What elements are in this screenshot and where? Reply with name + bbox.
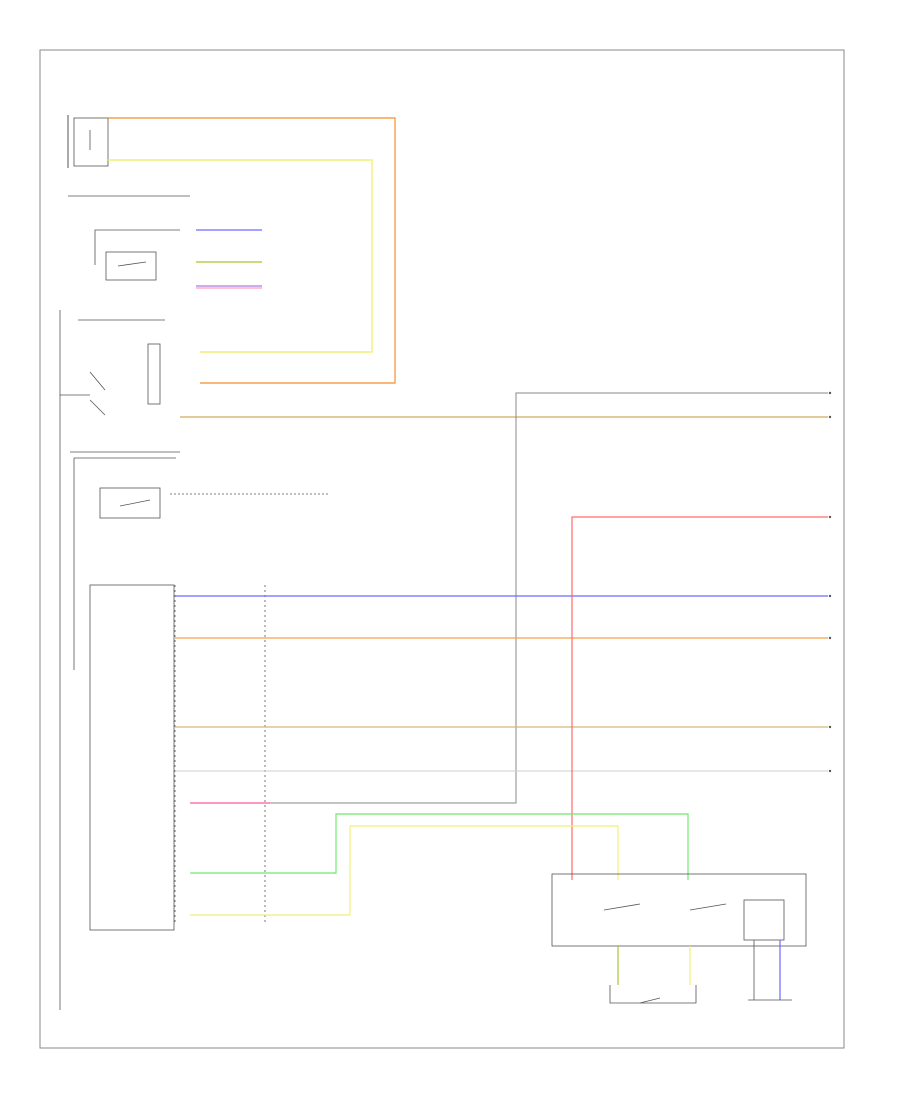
- power-window-master-switch: [59, 310, 266, 1010]
- wire-green: [190, 813, 689, 880]
- wire-yellow-lower: [190, 825, 619, 916]
- left-door-switch: [70, 451, 180, 670]
- wire-orange-top: [108, 117, 396, 384]
- wire-red: [571, 516, 828, 880]
- wire-yellow-top: [108, 159, 373, 353]
- ground: [743, 899, 792, 1001]
- diagram-frame: [39, 49, 845, 1049]
- ignition-switch: [60, 343, 161, 416]
- relay-switch: [78, 229, 180, 321]
- wire-gray-loop: [190, 392, 828, 804]
- edge-connectors: [828, 391, 832, 773]
- right-front-window-motor: [609, 985, 697, 1004]
- right-front-window-switch: [551, 873, 807, 947]
- fuse-block: [67, 115, 190, 197]
